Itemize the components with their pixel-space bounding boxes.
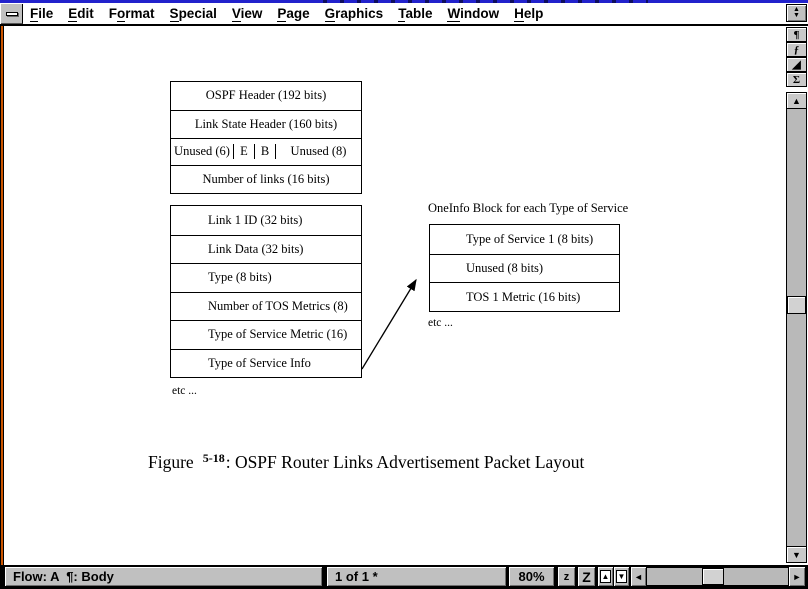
window-spinner-button[interactable]: ▲ ▼: [786, 4, 807, 22]
tos-block-label: OneInfo Block for each Type of Service: [428, 201, 629, 215]
vertical-scrollbar-thumb[interactable]: [787, 296, 806, 314]
scroll-left-icon: ◄: [634, 571, 643, 582]
menu-page[interactable]: Page: [277, 6, 310, 22]
title-bar-text-clipped: [310, 0, 648, 3]
menu-graphics[interactable]: Graphics: [324, 6, 384, 22]
field-row: OSPF Header (192 bits): [205, 88, 327, 103]
page-down-icon: ▼: [616, 570, 627, 583]
horizontal-scrollbar-thumb[interactable]: [702, 568, 724, 585]
flag-cell: Unused (8): [275, 144, 361, 160]
menu-special[interactable]: Special: [169, 6, 217, 22]
scroll-left-button[interactable]: ◄: [631, 567, 646, 586]
scroll-down-button[interactable]: ▼: [786, 546, 807, 563]
field-row: Link State Header (160 bits): [171, 109, 361, 138]
tools-palette-button[interactable]: ◢: [786, 57, 807, 72]
menu-format[interactable]: Format: [108, 6, 155, 22]
zoom-level-button[interactable]: 80%: [509, 567, 554, 586]
menu-help[interactable]: Help: [514, 6, 544, 22]
control-menu-button[interactable]: [1, 4, 23, 24]
flag-cell: B: [254, 144, 275, 160]
zoom-in-button[interactable]: Z: [578, 567, 595, 586]
page-up-icon: ▲: [600, 570, 611, 583]
paragraph-icon: ¶: [793, 28, 800, 41]
flag-cell: Unused (6): [174, 144, 230, 159]
field-row: TOS 1 Metric (16 bits): [430, 282, 619, 311]
menu-view[interactable]: View: [231, 6, 263, 22]
menu-items: File Edit Format Special View Page Graph…: [30, 3, 543, 24]
tos-info-block: Type of Service 1 (8 bits) Unused (8 bit…: [429, 224, 620, 312]
menu-window[interactable]: Window: [447, 6, 500, 22]
page-status[interactable]: 1 of 1 *: [327, 567, 506, 586]
paragraph-catalog-button[interactable]: ¶: [786, 27, 807, 42]
spinner-down-icon: ▼: [793, 12, 800, 19]
window-left-border: [0, 3, 5, 565]
link-fields-block: Link 1 ID (32 bits) Link Data (32 bits) …: [170, 205, 362, 378]
connector-arrow: [361, 278, 417, 370]
field-row: Type of Service Info: [171, 348, 361, 378]
previous-page-button[interactable]: ▲: [598, 567, 613, 586]
figure-caption: Figure 5-18: OSPF Router Links Advertisem…: [148, 451, 585, 473]
menu-bar: File Edit Format Special View Page Graph…: [0, 3, 808, 26]
field-row: Type of Service 1 (8 bits): [466, 231, 594, 246]
field-row: Type (8 bits): [171, 263, 361, 292]
etc-label: etc ...: [172, 385, 197, 397]
character-catalog-button[interactable]: ƒ: [786, 42, 807, 57]
figure-number: 5-18: [202, 451, 225, 465]
status-bar: Flow: A ¶: Body 1 of 1 * 80% z Z ▲ ▼ ◄ ►: [0, 565, 808, 589]
etc-label: etc ...: [428, 317, 453, 329]
menu-edit[interactable]: Edit: [68, 6, 94, 22]
ospf-header-block: OSPF Header (192 bits) Link State Header…: [170, 81, 362, 194]
flow-status[interactable]: Flow: A ¶: Body: [5, 567, 322, 586]
field-row: Link Data (32 bits): [171, 234, 361, 264]
next-page-button[interactable]: ▼: [614, 567, 629, 586]
scroll-right-button[interactable]: ►: [789, 567, 805, 586]
triangle-icon: ◢: [792, 59, 801, 71]
title-bar-sliver: [0, 0, 808, 3]
equations-button[interactable]: Σ: [786, 72, 807, 87]
caption-word: Figure: [148, 452, 194, 472]
vertical-scrollbar-track[interactable]: [786, 109, 807, 546]
flag-row: Unused (6) E B Unused (8): [171, 137, 361, 166]
field-row: Number of links (16 bits): [171, 165, 361, 193]
horizontal-scrollbar-track[interactable]: [647, 567, 788, 586]
field-row: Number of TOS Metrics (8): [171, 291, 361, 321]
zoom-out-button[interactable]: z: [558, 567, 575, 586]
caption-text: : OSPF Router Links Advertisement Packet…: [225, 452, 585, 472]
scroll-right-icon: ►: [792, 571, 802, 582]
sigma-icon: Σ: [792, 73, 801, 86]
scroll-up-button[interactable]: ▲: [786, 92, 807, 109]
spinner-up-icon: ▲: [793, 6, 800, 13]
document-canvas[interactable]: [5, 26, 785, 565]
field-row: Link 1 ID (32 bits): [208, 212, 303, 227]
menu-file[interactable]: File: [30, 6, 54, 22]
control-menu-dash-icon: [5, 11, 18, 16]
menu-table[interactable]: Table: [398, 6, 433, 22]
flag-cell: E: [233, 144, 254, 160]
scroll-up-icon: ▲: [792, 95, 801, 106]
scroll-down-icon: ▼: [792, 549, 801, 560]
function-icon: ƒ: [793, 43, 800, 56]
field-row: Unused (8 bits): [430, 253, 619, 283]
field-row: Type of Service Metric (16): [171, 320, 361, 349]
